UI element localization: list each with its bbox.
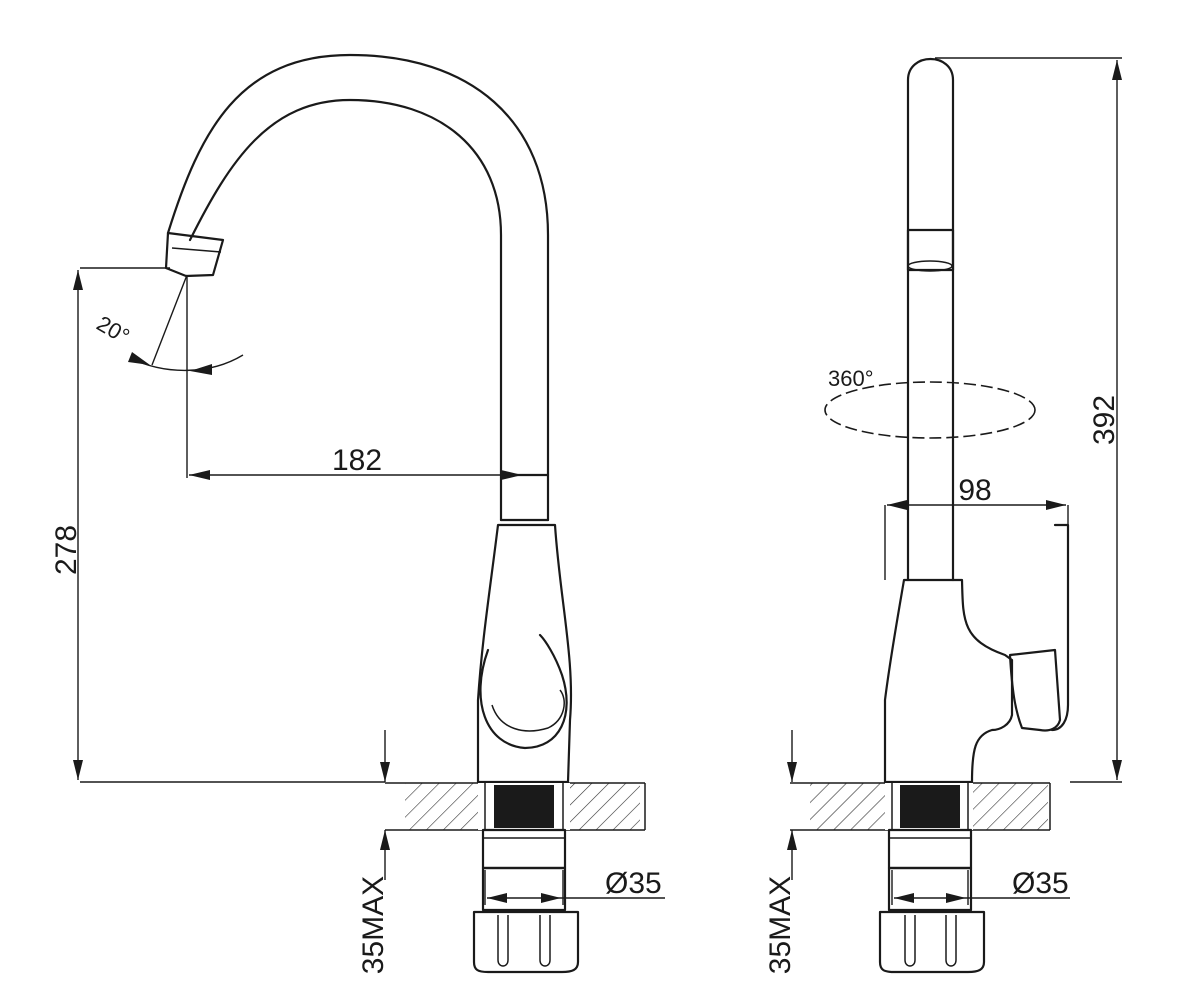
dim-counter-thickness-front: 35MAX [357, 730, 390, 974]
dim-counter-thickness-side: 35MAX [764, 730, 797, 974]
dim-shank-diameter-side: Ø35 [891, 867, 1070, 905]
dim-counter-thickness-side-label: 35MAX [764, 876, 797, 974]
dim-spout-reach-label: 182 [332, 444, 382, 477]
side-mounting-nut [878, 828, 986, 974]
side-countertop [790, 782, 1051, 831]
side-shank-thread [900, 785, 960, 828]
dim-total-height-label: 392 [1088, 395, 1121, 445]
dim-shank-diameter-side-label: Ø35 [1012, 867, 1069, 900]
front-mounting-nut [472, 828, 580, 974]
dim-spout-height-label: 278 [50, 525, 83, 575]
dim-body-depth: 98 [884, 474, 1069, 580]
side-view: 360° 98 392 [764, 57, 1122, 974]
dim-total-height: 392 [935, 57, 1122, 783]
side-spout [906, 58, 955, 582]
dim-shank-diameter-front-label: Ø35 [605, 867, 662, 900]
front-shank-thread [494, 785, 554, 828]
dim-swivel-angle: 20° [93, 274, 244, 375]
front-view: 278 182 20° 35MAX [50, 53, 665, 974]
dim-body-depth-label: 98 [958, 474, 991, 507]
side-body [883, 523, 1070, 784]
dim-swivel-angle-label: 20° [93, 311, 134, 349]
front-countertop [385, 782, 646, 831]
front-body [476, 523, 573, 784]
dim-rotation-label: 360° [828, 366, 874, 391]
dim-spout-height: 278 [50, 267, 385, 783]
dim-spout-reach: 182 [186, 275, 522, 480]
dim-rotation: 360° [824, 366, 1036, 439]
front-spout [164, 53, 550, 522]
dim-counter-thickness-front-label: 35MAX [357, 876, 390, 974]
dim-shank-diameter-front: Ø35 [484, 867, 665, 905]
